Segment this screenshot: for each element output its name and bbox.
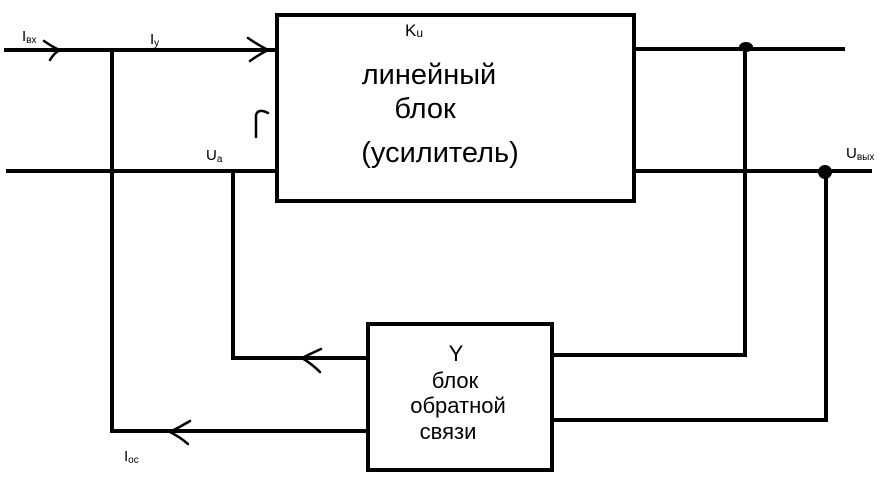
feedback-block-line-3: обратной (410, 393, 506, 418)
label-gain-ku: Ku (405, 21, 423, 40)
feedback-block-line-1: Y (449, 341, 464, 366)
feedback-block (366, 322, 554, 472)
label-i-in: Iвх (22, 28, 36, 46)
linear-block-line-2: блок (394, 93, 456, 125)
feedback-block-line-4: связи (420, 419, 477, 444)
label-u-a: Ua (206, 147, 223, 165)
linear-block (275, 13, 636, 203)
label-i-fb: Ioc (124, 448, 139, 466)
linear-block-line-3: (усилитель) (361, 137, 518, 169)
feedback-block-line-2: блок (432, 368, 479, 393)
junction-dot-top (739, 42, 753, 52)
arrow-input-icon (42, 39, 62, 62)
arrow-current-feedback-icon (168, 419, 192, 446)
arrow-voltage-feedback-icon (300, 347, 323, 374)
junction-dot-output (818, 165, 832, 179)
label-u-out: Uвых (846, 145, 874, 163)
linear-block-line-1: линейный (362, 59, 497, 91)
arrow-ua-curved-icon (254, 109, 270, 139)
arrow-iy-icon (246, 36, 270, 63)
label-i-y: Iy (150, 31, 159, 49)
